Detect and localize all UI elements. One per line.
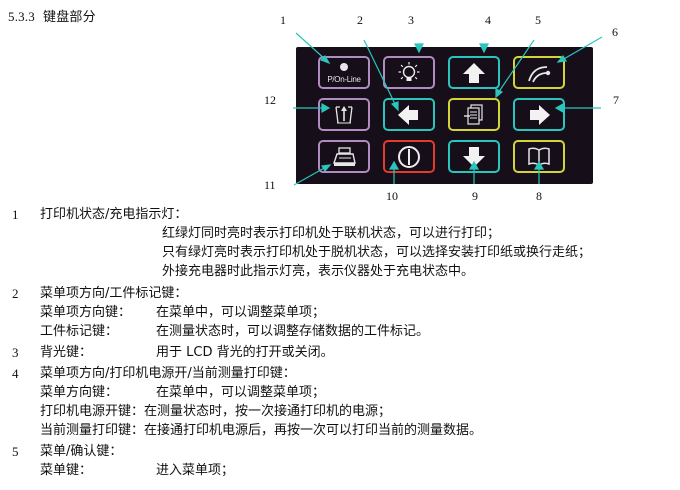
callout-11: 11: [264, 178, 276, 192]
key-arrow-up[interactable]: [448, 56, 500, 89]
item-number: 3: [12, 345, 19, 360]
row-label: 打印机电源开键：: [40, 404, 145, 419]
item-2-row-2: 工件标记键： 在测量状态时，可以调整存储数据的工件标记。: [40, 322, 640, 341]
item-4-row-1: 菜单方向键： 在菜单中，可以调整菜单项；: [40, 383, 660, 402]
callout-6: 6: [612, 25, 618, 39]
menu-enter-icon: [464, 103, 483, 125]
item-2-row-1: 菜单项方向键： 在菜单中，可以调整菜单项；: [40, 303, 640, 322]
callout-2: 2: [357, 13, 363, 27]
item-3-row: 3 背光键： 用于 LCD 背光的打开或关闭。: [0, 343, 600, 362]
arrow-up-icon: [463, 62, 485, 83]
item-desc: 用于 LCD 背光的打开或关闭。: [156, 345, 334, 360]
row-label: 菜单键：: [40, 463, 93, 478]
row-label: 当前测量打印键：: [40, 423, 145, 438]
key-paper-feed[interactable]: [318, 98, 370, 131]
item-number: 1: [12, 207, 19, 222]
paper-feed-icon: [335, 105, 353, 123]
printer-icon: [333, 146, 356, 166]
item-heading: 菜单项方向/打印机电源开/当前测量打印键：: [40, 366, 296, 381]
callout-7: 7: [613, 93, 619, 107]
item-1-line-2: 只有绿灯亮时表示打印机处于脱机状态，可以选择安装打印纸或换行走纸；: [162, 245, 592, 260]
callout-4: 4: [485, 13, 491, 27]
section-title-text: 键盘部分: [43, 10, 96, 25]
key-menu-enter[interactable]: [448, 98, 500, 131]
panel-notch: [290, 96, 296, 158]
power-icon: [398, 145, 420, 168]
item-heading: 菜单/确认键：: [40, 444, 123, 459]
key-arrow-left[interactable]: [383, 98, 435, 131]
arrow-right-icon: [530, 104, 550, 125]
row-desc: 在测量状态时，可以调整存储数据的工件标记。: [156, 324, 430, 339]
item-1-line-1: 红绿灯同时亮时表示打印机处于联机状态，可以进行打印；: [162, 226, 501, 241]
arrow-down-icon: [463, 146, 485, 167]
row-desc: 在接通打印机电源后，再按一次可以打印当前的测量数据。: [144, 423, 483, 438]
key-power[interactable]: [383, 140, 435, 173]
key-arrow-down[interactable]: [448, 140, 500, 173]
arrow-left-icon: [398, 104, 418, 125]
book-icon: [528, 146, 550, 166]
led-label: P/On-Line: [327, 75, 361, 84]
callout-8: 8: [536, 189, 542, 203]
row-desc: 进入菜单项；: [156, 463, 235, 478]
key-book[interactable]: [513, 140, 565, 173]
callout-3: 3: [408, 13, 414, 27]
led-indicator-icon: [340, 63, 348, 71]
key-printer[interactable]: [318, 140, 370, 173]
callout-10: 10: [386, 189, 398, 203]
item-number: 5: [12, 444, 19, 459]
row-label: 工件标记键：: [40, 324, 119, 339]
key-arrow-right[interactable]: [513, 98, 565, 131]
item-1-line-3: 外接充电器时此指示灯亮，表示仪器处于充电状态中。: [162, 264, 475, 279]
callout-1: 1: [280, 13, 286, 27]
key-backlight[interactable]: [383, 56, 435, 89]
callout-5: 5: [535, 13, 541, 27]
lightbulb-icon: [398, 61, 420, 81]
item-number: 4: [12, 366, 19, 381]
row-desc: 在菜单中，可以调整菜单项；: [156, 385, 326, 400]
item-number: 2: [12, 286, 19, 301]
key-printer-status-led[interactable]: P/On-Line: [318, 56, 370, 89]
row-desc: 在测量状态时，按一次接通打印机的电源；: [144, 404, 392, 419]
row-label: 菜单方向键：: [40, 385, 119, 400]
item-heading: 打印机状态/充电指示灯：: [40, 207, 188, 222]
section-title: 5.3.3 键盘部分: [8, 6, 96, 25]
item-heading: 背光键：: [40, 345, 93, 360]
item-4-row-3: 当前测量打印键：在接通打印机电源后，再按一次可以打印当前的测量数据。: [40, 421, 660, 440]
row-desc: 在菜单中，可以调整菜单项；: [156, 305, 326, 320]
item-heading: 菜单项方向/工件标记键：: [40, 286, 188, 301]
item-5-row-1: 菜单键： 进入菜单项；: [40, 461, 640, 480]
row-label: 菜单项方向键：: [40, 305, 132, 320]
callout-12: 12: [264, 93, 276, 107]
curve-marker-icon: [528, 65, 551, 82]
callout-9: 9: [472, 189, 478, 203]
section-number: 5.3.3: [8, 9, 35, 24]
item-4-row-2: 打印机电源开键：在测量状态时，按一次接通打印机的电源；: [40, 402, 660, 421]
key-marker[interactable]: [513, 56, 565, 89]
